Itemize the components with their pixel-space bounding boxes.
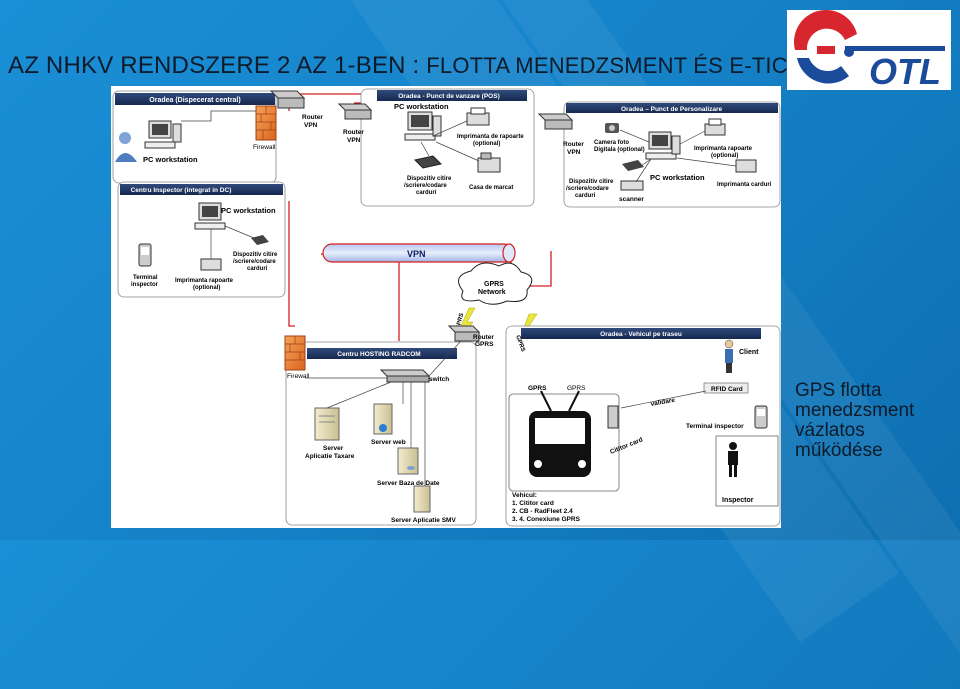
network-diagram: Oradea (Dispecerat central) PC workstati… bbox=[111, 86, 781, 528]
vehicle-header: Oradea - Vehicul pe traseu bbox=[600, 331, 682, 338]
bus-icon bbox=[529, 390, 591, 477]
server-web-icon bbox=[373, 403, 393, 435]
inspector-center-printer-label: Imprimanta rapoarte(optional) bbox=[175, 278, 234, 291]
rfid-card-label: RFID Card bbox=[711, 386, 743, 393]
printer-icon bbox=[466, 107, 490, 126]
router-icon bbox=[337, 103, 373, 120]
slide-title: AZ NHKV RENDSZERE 2 AZ 1-BEN : FLOTTA ME… bbox=[8, 52, 871, 79]
otl-logo-mark: OTL bbox=[793, 9, 945, 92]
caption-line: működése bbox=[795, 440, 883, 461]
terminal-inspector-icon bbox=[138, 243, 152, 267]
inspector-label: Inspector bbox=[722, 497, 754, 504]
logo-text: OTL bbox=[869, 51, 941, 90]
perso-scanner-label: scanner bbox=[619, 196, 644, 203]
pos-printer-label: Imprimanta de rapoarte(optional) bbox=[457, 134, 524, 147]
vehicle-group: Oradea - Vehicul pe traseu Client RFID C… bbox=[505, 325, 781, 527]
card-reader-icon bbox=[251, 235, 269, 245]
scanner-icon bbox=[620, 180, 644, 191]
printer-icon bbox=[200, 258, 222, 271]
pos-cash-label: Casa de marcat bbox=[469, 185, 513, 191]
server-db-label: Server Baza de Date bbox=[377, 480, 440, 487]
slide-caption: GPS flotta menedzsment vázlatos működése bbox=[795, 381, 955, 461]
diagram-canvas: Oradea (Dispecerat central) PC workstati… bbox=[112, 88, 781, 527]
perso-card-printer-label: Imprimanta carduri bbox=[717, 182, 772, 188]
dispecerat-central-group: Oradea (Dispecerat central) PC workstati… bbox=[112, 90, 277, 184]
switch-icon bbox=[379, 369, 431, 383]
vpn-tunnel: VPN bbox=[322, 243, 516, 263]
server-icon bbox=[314, 407, 340, 441]
validare-label: validare bbox=[650, 397, 676, 408]
pos-header: Oradea - Punct de vanzare (POS) bbox=[398, 93, 500, 100]
dispecerat-header: Oradea (Dispecerat central) bbox=[149, 97, 240, 104]
server-icon bbox=[413, 485, 431, 513]
pc-workstation-icon bbox=[645, 131, 681, 160]
caption-line: menedzsment bbox=[795, 400, 915, 421]
otl-logo: OTL bbox=[787, 9, 951, 92]
pc-workstation-icon bbox=[194, 202, 226, 230]
client-person-icon bbox=[724, 339, 734, 373]
vehicle-gprs1-label: GPRS bbox=[528, 385, 547, 392]
printer-icon bbox=[704, 118, 726, 136]
caption-line: vázlatos bbox=[795, 420, 865, 441]
terminal-inspector-icon bbox=[754, 405, 768, 429]
cash-register-icon bbox=[477, 152, 501, 173]
perso-printer-label: Imprimanta rapoarte(optional) bbox=[694, 146, 753, 159]
vpn-label: VPN bbox=[407, 249, 426, 259]
router-vpn-line: VPN bbox=[304, 122, 318, 129]
client-label: Client bbox=[739, 349, 759, 356]
firewall-icon bbox=[284, 335, 306, 371]
dispecerat-pc-label: PC workstation bbox=[143, 155, 198, 164]
firewall-label: Firewall bbox=[253, 144, 276, 151]
router-vpn-line: Router bbox=[302, 114, 323, 121]
hosting-header: Centru HOSTING RADCOM bbox=[337, 351, 420, 358]
hosting-firewall-label: Firewall bbox=[287, 373, 310, 380]
router-icon bbox=[537, 113, 574, 130]
hosting-center-group: Centru HOSTING RADCOM Firewall switch Se… bbox=[284, 335, 477, 526]
person-icon bbox=[115, 132, 137, 162]
database-server-icon bbox=[397, 447, 419, 475]
switch-label: switch bbox=[429, 376, 449, 383]
inspector-center-pc-label: PC workstation bbox=[221, 206, 276, 215]
inspector-center-group: Centru Inspector (integrat in DC) PC wor… bbox=[117, 181, 286, 298]
gprs-diagonal-label: GPRS bbox=[455, 313, 465, 331]
card-printer-icon bbox=[735, 159, 757, 173]
caption-line: GPS flotta bbox=[795, 380, 882, 401]
terminal-inspector-vehicle-label: Terminal inspector bbox=[686, 423, 744, 430]
card-reader-icon bbox=[622, 160, 644, 171]
perso-pc-label: PC workstation bbox=[650, 173, 705, 182]
pc-workstation-icon bbox=[404, 111, 442, 141]
firewall-icon bbox=[255, 105, 277, 141]
vehicle-gprs-diag-label: GPRS bbox=[514, 335, 525, 353]
vehicle-gprs2-label: GPRS bbox=[567, 385, 586, 392]
vehicle-legend: Vehicul: 1. Cititor card 2. CB - RadFlee… bbox=[512, 492, 581, 523]
pos-pc-label: PC workstation bbox=[394, 102, 449, 111]
camera-icon bbox=[605, 123, 619, 133]
card-reader-icon bbox=[607, 405, 619, 429]
pc-workstation-icon bbox=[144, 120, 182, 149]
inspector-person-icon bbox=[728, 442, 738, 477]
perso-header: Oradea – Punct de Personalizare bbox=[621, 106, 723, 113]
server-web-label: Server web bbox=[371, 439, 406, 446]
inspector-center-header: Centru Inspector (integrat in DC) bbox=[131, 187, 232, 194]
card-reader-icon bbox=[414, 155, 442, 169]
server-smv-label: Server Aplicatie SMV bbox=[391, 517, 456, 524]
